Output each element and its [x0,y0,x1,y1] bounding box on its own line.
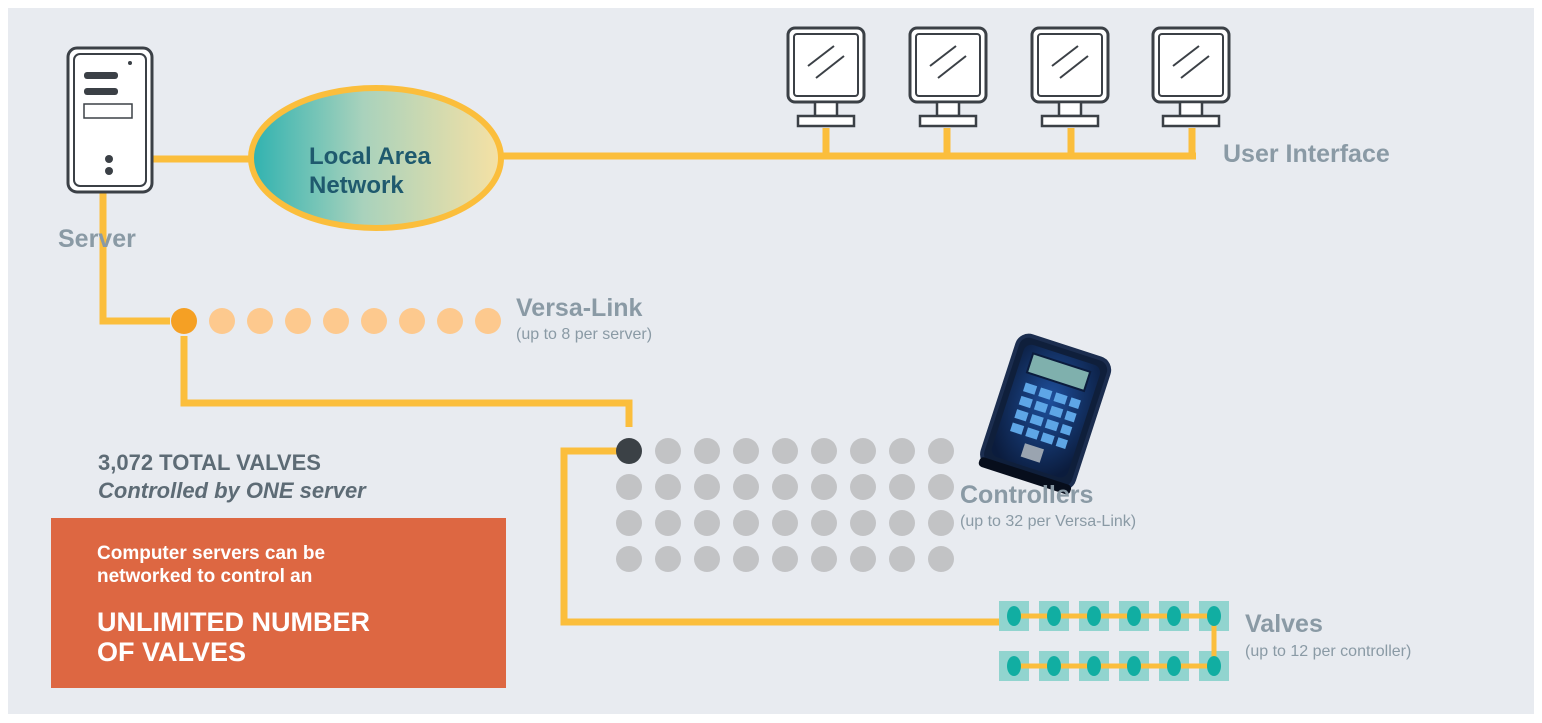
controller-dot [655,438,681,464]
lan-label-line2: Network [309,172,404,199]
controller-dot [850,546,876,572]
controller-dot [655,474,681,500]
valve-dot [1207,656,1221,676]
controller-dot [616,510,642,536]
versalink-dot-active [171,308,197,334]
valve-dot [1127,656,1141,676]
versalink-dot [323,308,349,334]
controller-dot [694,510,720,536]
controller-dot [772,474,798,500]
valve-dot [1087,656,1101,676]
versalink-dot [209,308,235,334]
valves-label: Valves [1245,610,1323,638]
controller-dot [733,438,759,464]
server-tower-icon [66,46,154,194]
valve-dot [1167,656,1181,676]
versalink-dot [361,308,387,334]
wire-controller-to-valves [560,447,1000,626]
callout-emphasis: UNLIMITED NUMBER OF VALVES [97,607,370,667]
controller-dot [811,438,837,464]
callout-text: Computer servers can be networked to con… [97,542,325,588]
controller-dot [850,474,876,500]
callout-line-1: Computer servers can be [97,543,326,564]
lan-label-line1: Local Area [309,143,431,170]
versalink-sublabel: (up to 8 per server) [516,326,653,343]
callout-box: Computer servers can be networked to con… [51,518,506,688]
controller-dot [889,438,915,464]
controller-dot [811,510,837,536]
controller-dot [694,474,720,500]
valves-sublabel: (up to 12 per controller) [1245,643,1412,660]
versalink-dot [437,308,463,334]
versalink-dot [247,308,273,334]
versalink-dot [399,308,425,334]
valve-dot [1007,656,1021,676]
controller-dot [616,474,642,500]
total-valves-title: 3,072 TOTAL VALVES [98,450,321,475]
monitor-icon [1151,26,1231,128]
monitor-icon [908,26,988,128]
controller-dot [694,438,720,464]
wires [99,128,1196,626]
controller-dots [616,438,954,572]
versalink-dot [475,308,501,334]
versalink-dot [285,308,311,334]
controller-dot [655,510,681,536]
controller-dot [772,510,798,536]
lan-ellipse [248,85,504,231]
controller-dot [733,546,759,572]
controller-dot [655,546,681,572]
user-interface-label: User Interface [1223,140,1390,168]
wire-versalink-to-controllers [180,336,633,427]
controller-dot [889,546,915,572]
controller-dot [850,510,876,536]
valve-dot [1007,606,1021,626]
valve-dot [1127,606,1141,626]
wire-server-to-versalink [99,192,170,325]
controllers-sublabel: (up to 32 per Versa-Link) [960,513,1137,530]
controller-dot [928,510,954,536]
controller-dot [733,474,759,500]
callout-emph-line-2: OF VALVES [97,637,247,667]
monitor-icon [1030,26,1110,128]
controller-dot [616,546,642,572]
lan-label: Local Area Network [309,142,431,200]
valve-dot [1047,656,1061,676]
callout-emph-line-1: UNLIMITED NUMBER [97,607,370,637]
server-label: Server [58,225,136,253]
controller-dot [733,510,759,536]
controllers-label: Controllers [960,481,1094,509]
controller-dot [772,546,798,572]
monitor-icon [786,26,866,128]
handheld-controller-icon [978,333,1112,495]
controller-dot [928,474,954,500]
controller-dot-active [616,438,642,464]
controller-dot [889,510,915,536]
controller-dot [850,438,876,464]
valve-grid [999,601,1229,681]
valve-wires [1014,613,1217,669]
controller-dot [811,546,837,572]
callout-line-2: networked to control an [97,566,313,587]
controller-dot [772,438,798,464]
versalink-dots [171,308,501,334]
controller-dot [694,546,720,572]
controller-dot [928,546,954,572]
controller-dot [811,474,837,500]
valve-dot [1207,606,1221,626]
monitors [786,26,1231,128]
valve-dot [1047,606,1061,626]
controller-dot [928,438,954,464]
valve-dot [1087,606,1101,626]
versalink-label: Versa-Link [516,294,643,322]
total-valves-subtitle: Controlled by ONE server [98,478,366,503]
controller-dot [889,474,915,500]
valve-dot [1167,606,1181,626]
